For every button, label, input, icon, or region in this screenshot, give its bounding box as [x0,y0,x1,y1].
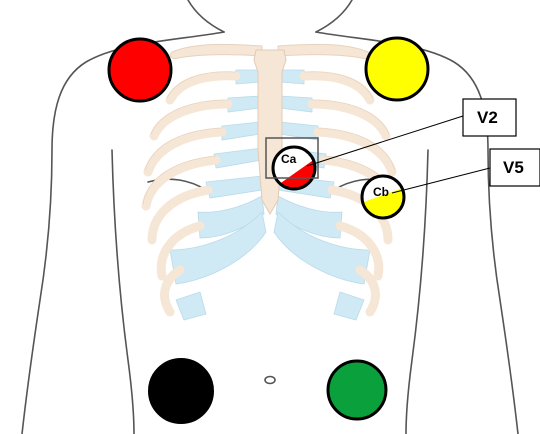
right-leg-electrode [149,359,213,423]
cb-label: Cb [373,185,389,199]
v5-callout: V5 [490,149,540,186]
v5-label: V5 [503,158,524,177]
v2-callout: V2 [463,99,516,136]
left-leg-electrode [328,361,386,419]
left-arm-electrode [366,38,428,100]
v5-leader-line [392,168,490,193]
chest-electrode-cb: Cb [358,176,408,222]
v2-label: V2 [477,108,498,127]
left-clavicle [278,44,370,58]
navel [265,377,275,384]
rib-cage [143,44,397,320]
ca-label: Ca [281,152,297,166]
right-arm-electrode [109,39,171,101]
right-clavicle [170,44,262,58]
